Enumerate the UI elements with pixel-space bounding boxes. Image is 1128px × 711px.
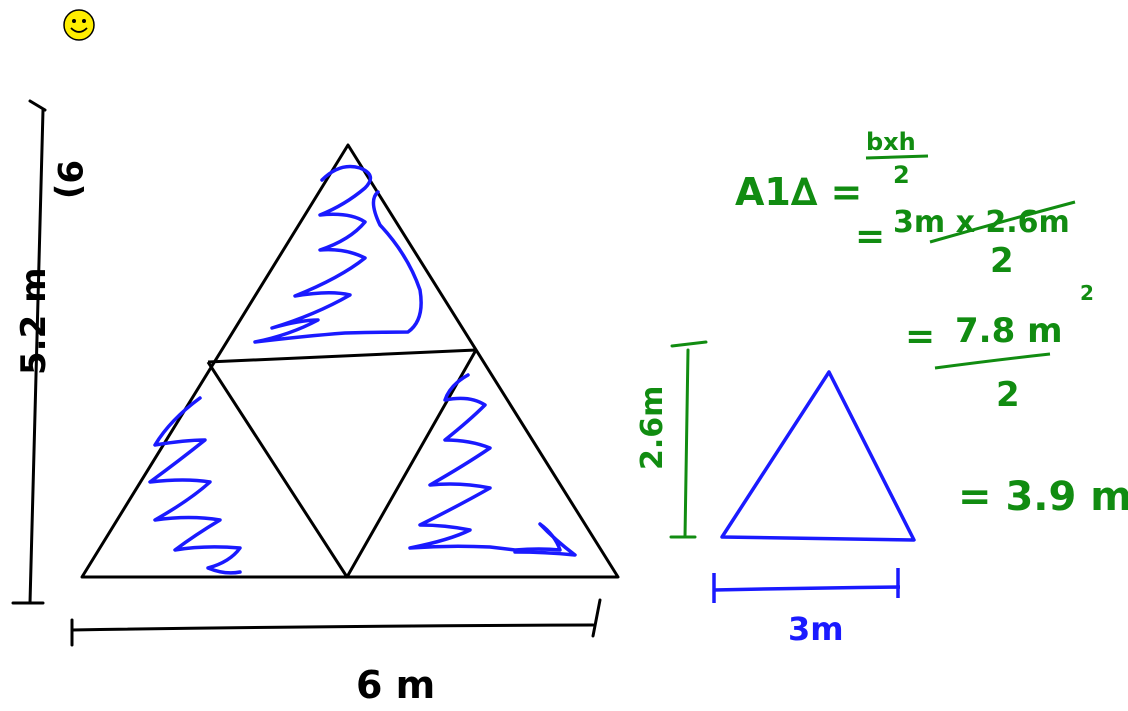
base-label: 6 m xyxy=(356,663,435,707)
formula-fraction-bar xyxy=(865,154,929,160)
step3-superscript: 2 xyxy=(1080,281,1094,305)
base-measure-line xyxy=(70,598,602,647)
small-height-label: 2.6m xyxy=(635,386,670,470)
step3-fraction-bar xyxy=(934,352,1051,370)
height-measure-line xyxy=(11,99,47,605)
area-working: A1∆ = bxh 2 = 3m x 2.6m 2 = 7.8 m 2 2 = … xyxy=(735,128,1128,520)
height-label: 5.2 m xyxy=(14,268,54,376)
formula-denominator: 2 xyxy=(893,161,910,189)
step2-denominator: 2 xyxy=(990,241,1014,281)
step3-numerator: 7.8 m xyxy=(955,311,1063,351)
small-triangle xyxy=(712,370,916,603)
small-base-label: 3m xyxy=(788,610,844,648)
step2-fraction-bar xyxy=(929,200,1076,244)
area-label: A1∆ = xyxy=(735,170,862,214)
smiley-face-icon xyxy=(63,9,95,41)
large-triangle xyxy=(80,143,620,579)
problem-number-label: 9) xyxy=(49,160,89,199)
shading-top-triangle xyxy=(253,164,423,344)
small-height-measure xyxy=(669,340,708,539)
step2-equals: = xyxy=(855,216,885,257)
shading-right-triangle xyxy=(408,373,577,557)
formula-numerator: bxh xyxy=(866,128,916,156)
shading-left-triangle xyxy=(148,396,242,575)
step3-denominator: 2 xyxy=(996,375,1020,415)
step3-equals: = xyxy=(905,316,935,357)
result-value: = 3.9 m xyxy=(958,474,1128,520)
